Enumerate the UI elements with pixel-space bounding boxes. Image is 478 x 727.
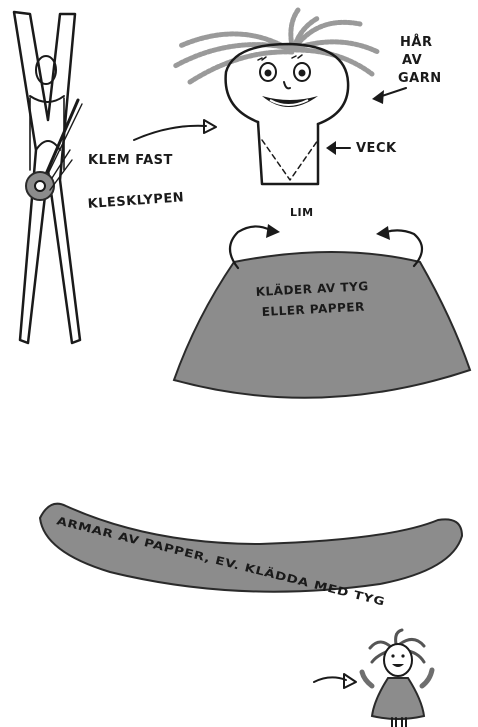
- arms-strip-icon: [40, 504, 462, 592]
- label-har: HÅR: [400, 34, 432, 50]
- arrow-klem-fast: [134, 120, 216, 140]
- label-klesklypen: KLESKLYPEN: [87, 190, 184, 212]
- finished-doll-icon: [362, 630, 432, 727]
- label-klem-fast: KLEM FAST: [88, 153, 173, 168]
- arrow-hair: [372, 88, 406, 104]
- clothespin-icon: [14, 12, 82, 343]
- label-av: AV: [402, 53, 422, 68]
- arrow-finished-doll: [314, 674, 356, 688]
- label-veck: VECK: [356, 141, 397, 156]
- label-garn: GARN: [398, 71, 442, 86]
- arrow-veck: [326, 141, 350, 155]
- label-lim: LIM: [290, 206, 314, 219]
- doll-head-icon: [175, 10, 378, 184]
